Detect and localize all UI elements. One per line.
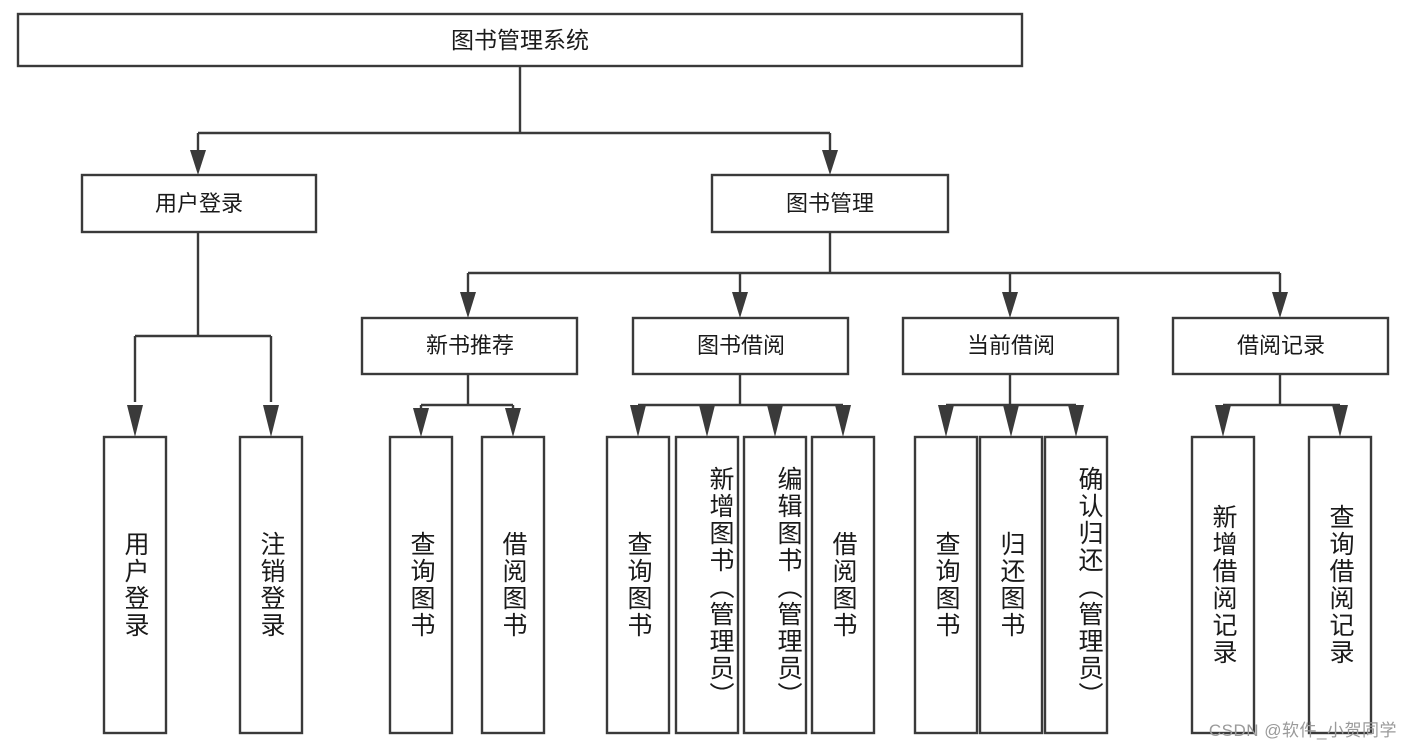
arrowhead-borrow-record [1272,292,1288,318]
arrowhead-leaf-borrow-book-1 [505,408,521,437]
arrowhead-leaf-user-login [127,405,143,437]
node-label-borrow-record: 借阅记录 [1237,333,1325,358]
node-leaf-edit-book[interactable] [742,435,808,735]
node-label-user-login: 用户登录 [155,191,243,216]
arrowhead-leaf-query-book-3 [938,405,954,437]
arrowhead-leaf-edit-book [767,405,783,437]
arrowhead-leaf-add-book [699,405,715,437]
node-leaf-logout-login[interactable] [238,435,304,735]
csdn-watermark: CSDN @软件_小贺同学 [1208,721,1397,740]
node-label-new-book-recommend: 新书推荐 [426,333,514,358]
arrowhead-leaf-query-record [1332,405,1348,437]
node-leaf-query-book-3[interactable] [913,435,979,735]
node-leaf-query-book-2[interactable] [605,435,671,735]
node-label-book-manage: 图书管理 [786,191,874,216]
node-label-current-borrow: 当前借阅 [967,333,1055,358]
arrowhead-book-manage [822,150,838,175]
node-leaf-add-record[interactable] [1190,435,1256,735]
arrowhead-new-book-recommend [460,292,476,318]
node-leaf-return-book[interactable] [978,435,1044,735]
arrowhead-leaf-borrow-book-2 [835,405,851,437]
node-leaf-query-book-1[interactable] [388,435,454,735]
node-label-book-borrow: 图书借阅 [697,333,785,358]
node-user-login[interactable] [80,173,318,234]
node-layer: 图书管理系统 用户登录 图书管理 新书推荐 图书借阅 当前借阅 借阅记录 [16,12,1390,735]
arrowhead-leaf-return-book [1003,405,1019,437]
node-leaf-borrow-book-1[interactable] [480,435,546,735]
arrowhead-leaf-query-book-1 [413,408,429,437]
arrowhead-book-borrow [732,292,748,318]
arrowhead-current-borrow [1002,292,1018,318]
node-leaf-borrow-book-2[interactable] [810,435,876,735]
node-leaf-add-book[interactable] [674,435,740,735]
node-leaf-confirm-return[interactable] [1043,435,1109,735]
arrowhead-leaf-logout-login [263,405,279,437]
node-new-book-recommend[interactable] [360,316,579,376]
node-leaf-query-record[interactable] [1307,435,1373,735]
arrowhead-leaf-add-record [1215,405,1231,437]
node-borrow-record[interactable] [1171,316,1390,376]
node-book-management-system[interactable] [16,12,1024,68]
node-book-borrow[interactable] [631,316,850,376]
arrowhead-user-login [190,150,206,175]
node-label-book-management-system: 图书管理系统 [451,27,589,53]
arrowhead-leaf-query-book-2 [630,405,646,437]
node-current-borrow[interactable] [901,316,1120,376]
node-leaf-user-login[interactable] [102,435,168,735]
connector-layer [127,66,1348,437]
arrowhead-leaf-confirm-return [1068,405,1084,437]
node-book-manage[interactable] [710,173,950,234]
